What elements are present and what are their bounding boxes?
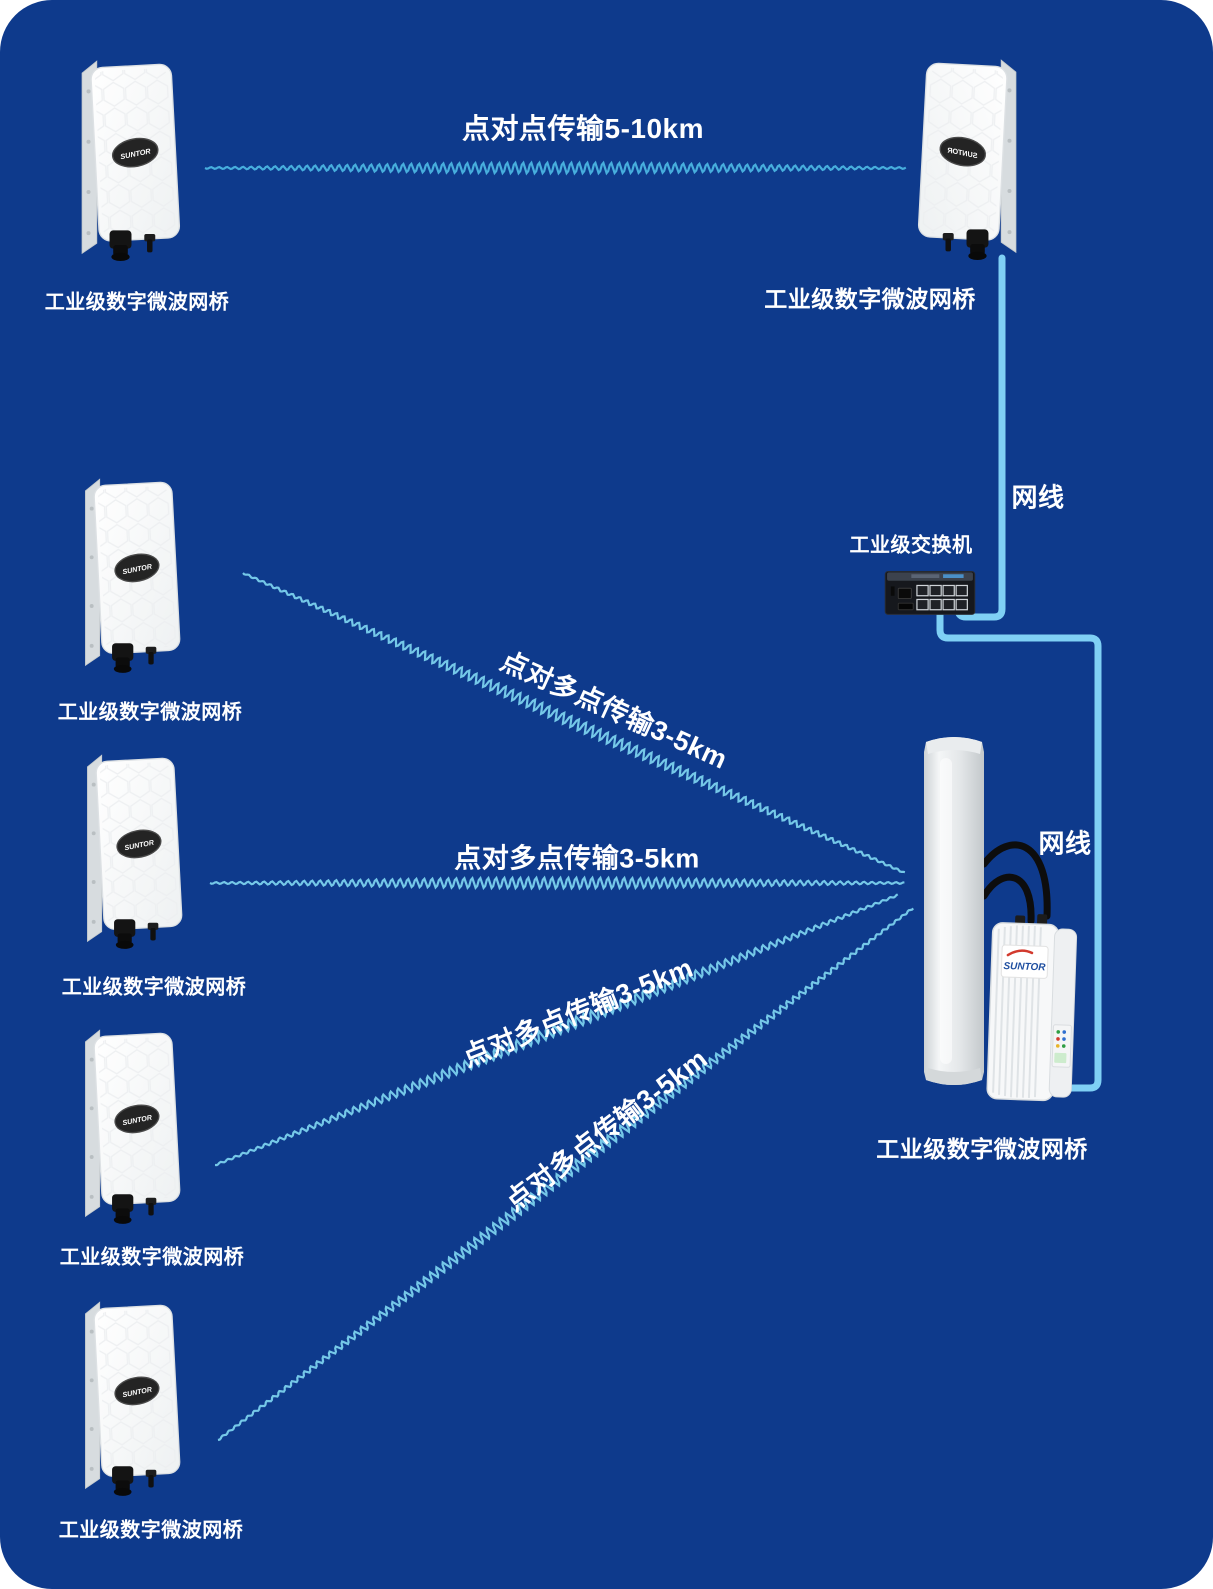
bridge-label-left-3: 工业级数字微波网桥 [61, 976, 247, 999]
bridge-device-left-5 [66, 1291, 190, 1505]
switch-label: 工业级交换机 [849, 534, 973, 557]
box-logo-text: SUNTOR [1003, 961, 1046, 973]
bridge-unit-box: SUNTOR [986, 914, 1078, 1102]
p2mp-link-label-1: 点对多点传输3-5km [496, 645, 732, 775]
bridge-label-center: 工业级数字微波网桥 [876, 1136, 1088, 1162]
bridge-label-top-right: 工业级数字微波网桥 [764, 286, 976, 312]
p2p-link-label: 点对点传输5-10km [461, 113, 705, 144]
cable-label-bottom: 网线 [1038, 828, 1092, 859]
bridge-label-left-4: 工业级数字微波网桥 [59, 1246, 245, 1269]
bridge-label-left-5: 工业级数字微波网桥 [58, 1519, 244, 1542]
bridge-device-top-right [908, 48, 1036, 270]
p2mp-link-label-2: 点对多点传输3-5km [454, 843, 700, 874]
cable-label-top: 网线 [1011, 482, 1065, 513]
bridge-label-top-left: 工业级数字微波网桥 [44, 291, 230, 314]
sector-antenna [924, 737, 984, 1085]
bridge-device-left-3 [68, 744, 192, 958]
p2mp-link-label-4: 点对多点传输3-5km [499, 1043, 714, 1217]
switch-ports [916, 584, 968, 611]
bridge-device-left-2 [66, 468, 190, 682]
p2mp-wave-line-1 [242, 572, 906, 874]
p2mp-link-label-3: 点对多点传输3-5km [458, 952, 698, 1073]
industrial-switch-device [884, 571, 976, 615]
bridge-device-left-4 [66, 1019, 190, 1233]
p2p-wave-line [204, 160, 907, 176]
bridge-device-top-left [62, 50, 190, 270]
p2mp-wave-line-2 [209, 875, 905, 891]
bridge-label-left-2: 工业级数字微波网桥 [57, 701, 243, 724]
